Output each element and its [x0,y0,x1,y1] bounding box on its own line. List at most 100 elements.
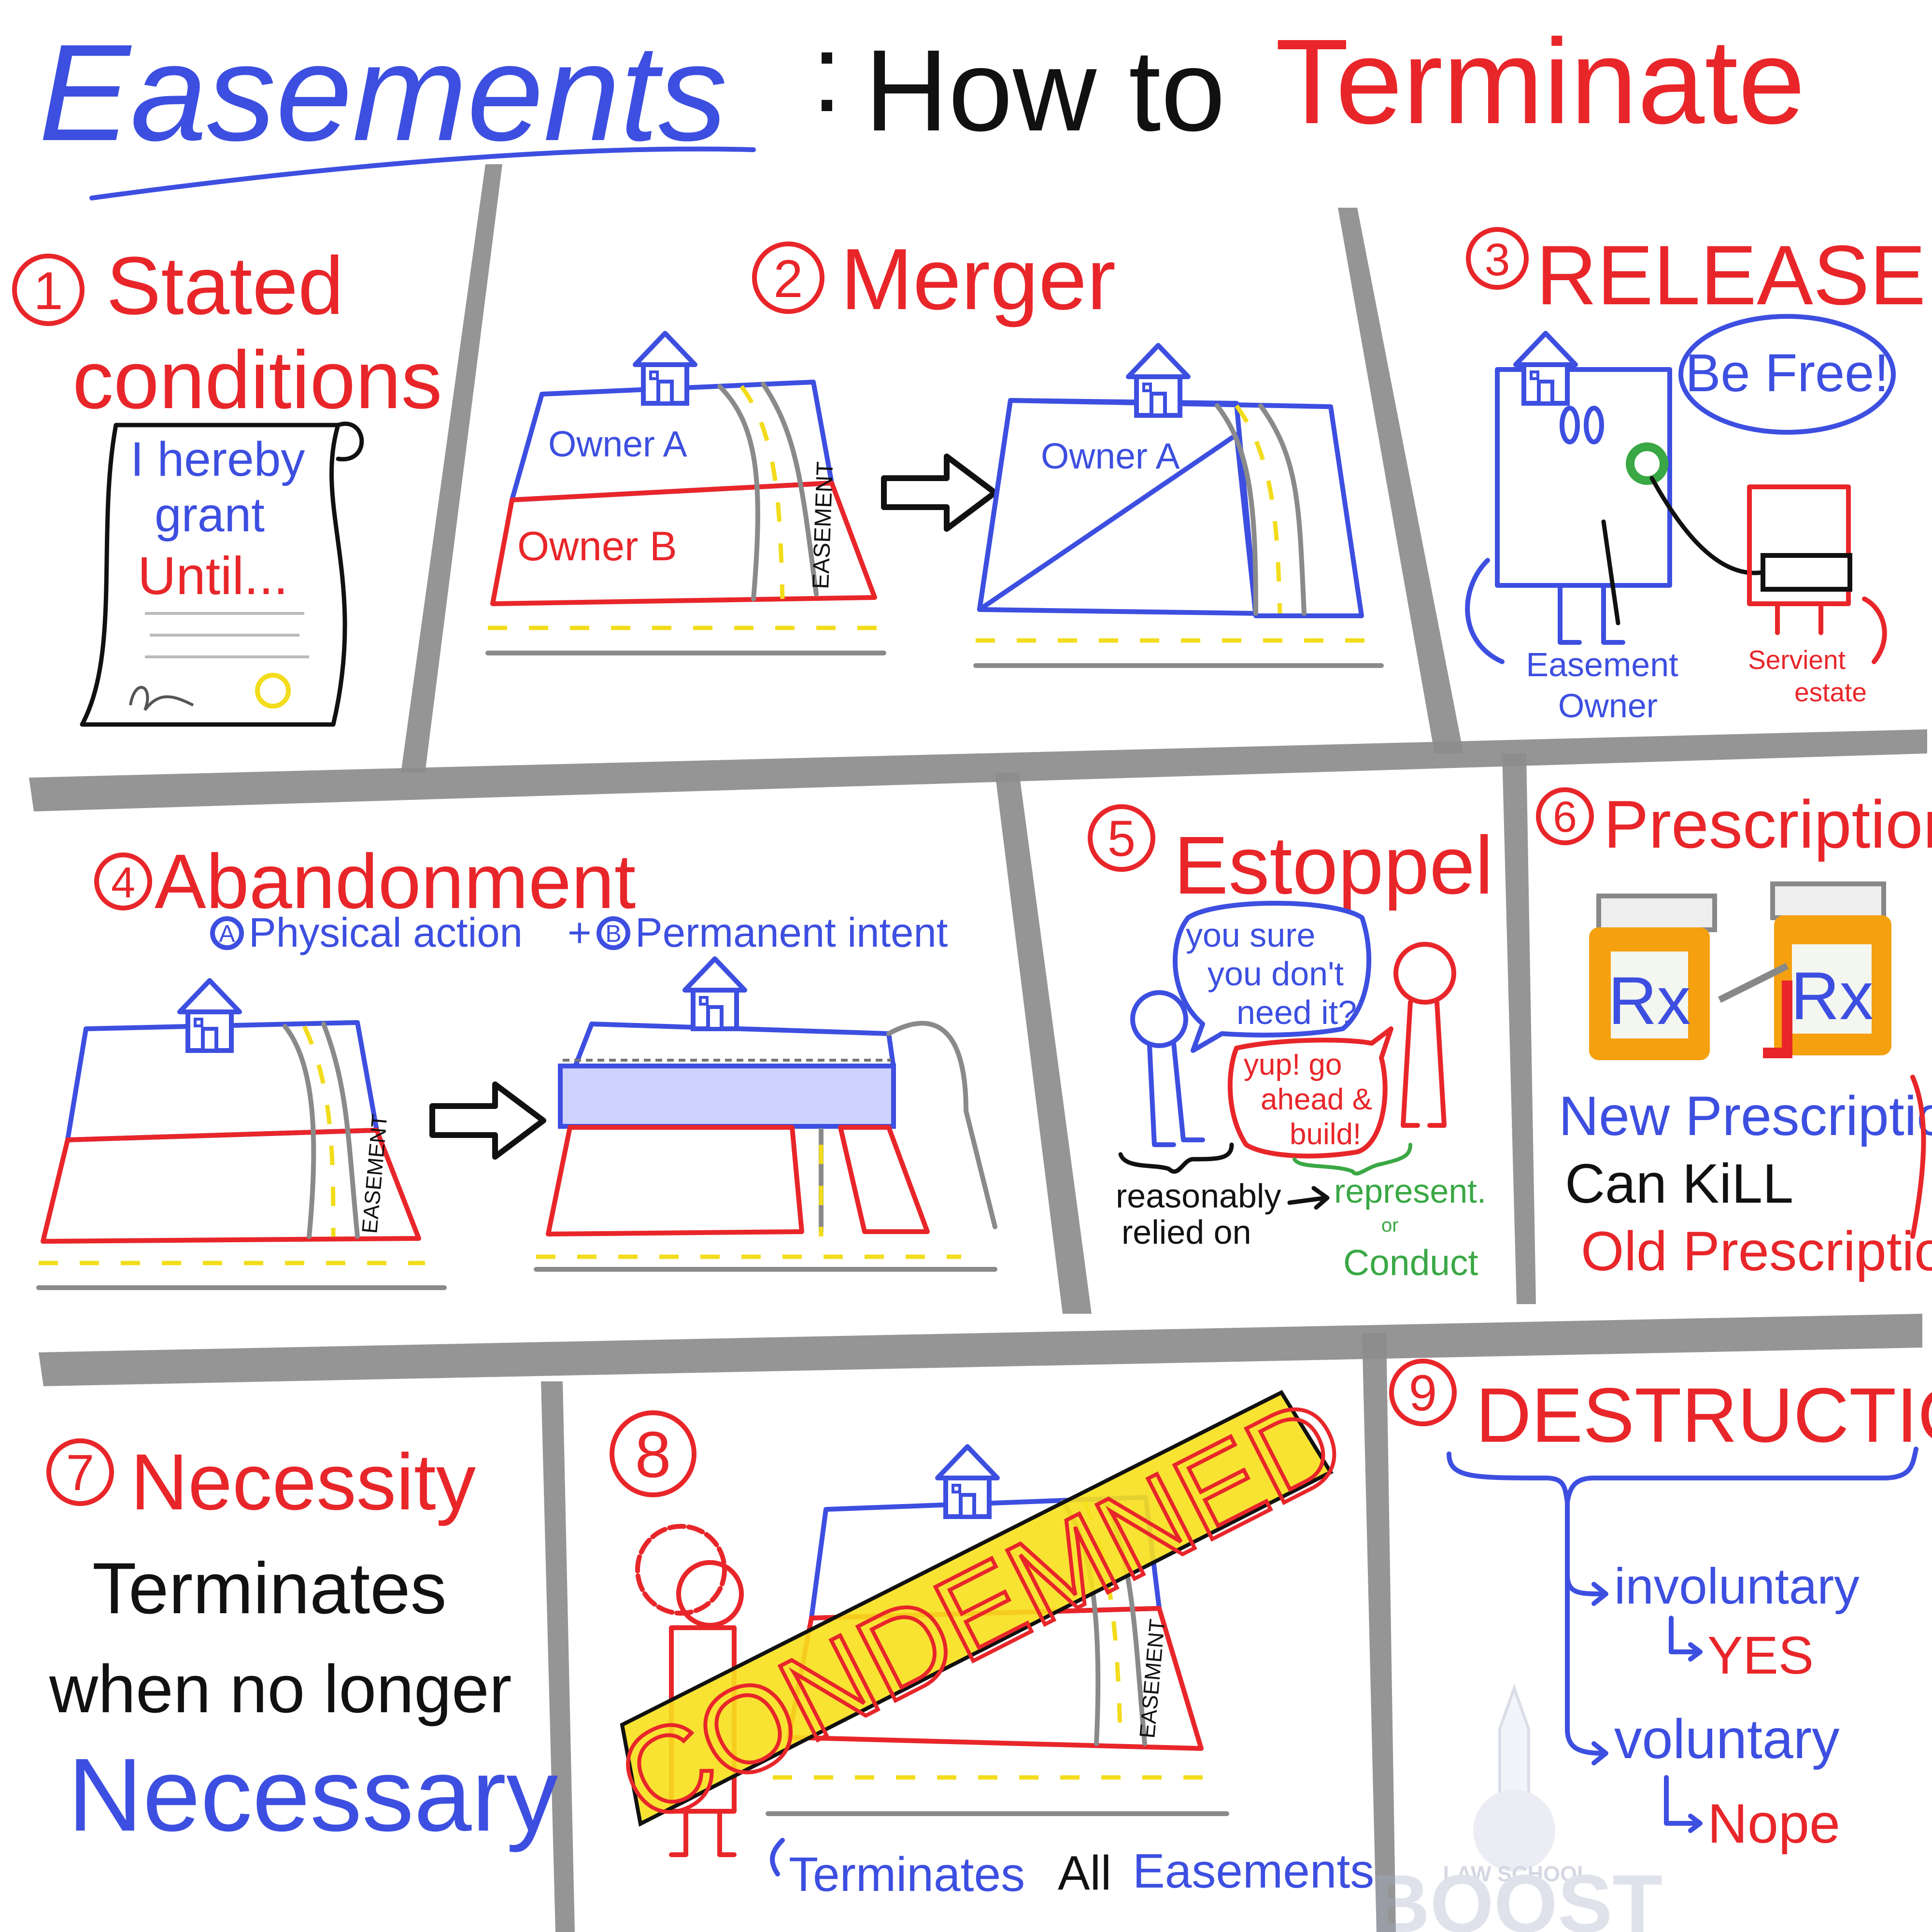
subtitle-a: Physical action [249,910,523,956]
or-label: or [1381,1215,1399,1236]
rx-label: Rx [1790,958,1873,1034]
easement-owner-character [1495,367,1672,588]
section-title: Estoppel [1174,820,1493,911]
section-number: 4 [111,859,135,907]
arrow-icon [1287,1186,1330,1210]
law-school-boost-logo: LAW SCHOOL BOOST [1371,1683,1662,1932]
section-title-line2: conditions [72,334,442,426]
house-icon [180,980,240,1051]
section-release: 3 RELEASE Be Free! Easement Owner Servie… [1465,227,1926,724]
owner-a-label: Owner A [548,424,687,464]
parcel-bottom-after [546,1125,804,1236]
represent-label: represent. [1334,1172,1486,1210]
deed-scroll [80,422,364,727]
collar [1761,553,1852,592]
condemned-tape [620,1390,1334,1827]
section-merger: 2 Merger Owner A Owner B EASEMENT Owner … [485,231,1384,668]
rocket-icon [1498,1683,1530,1798]
sub-arrow [1664,1775,1703,1833]
pointer-arrow [770,1838,785,1876]
house-icon [685,959,745,1029]
mark-circle [597,916,630,950]
brick-wall [558,1064,896,1129]
title-how-to: How to [865,26,1225,155]
involuntary-label: involuntary [1614,1558,1860,1615]
relied-line2: relied on [1122,1213,1251,1251]
bubble1-line2: you don't [1208,955,1344,993]
section-number: 5 [1108,810,1136,867]
section-number: 6 [1553,793,1577,841]
logo-line2: BOOST [1371,1858,1662,1932]
number-circle [1389,1359,1457,1426]
title-colon: : [811,11,842,135]
section-number: 3 [1485,234,1510,285]
number-circle [46,1438,114,1506]
section-title: RELEASE [1536,228,1926,323]
arrow-icon [1591,1582,1608,1765]
road [717,382,819,601]
line-necessary: Necessary [68,1736,558,1853]
bubble2-line3: build! [1290,1118,1361,1151]
speech-bubble [1678,314,1896,435]
road [283,1022,360,1239]
branch-line [1565,1500,1606,1756]
section-abandonment: 4 Abandonment A Physical action + B Perm… [36,838,997,1290]
owner-a-after-label: Owner A [1041,436,1180,476]
servient-estate-character [1747,484,1851,606]
parcel-bottom [41,1128,421,1244]
signature [129,686,194,711]
pointer-arrow [1862,597,1887,664]
line-terminates: Terminates [92,1548,447,1629]
servient-legs [1775,601,1823,635]
scissors-icon [1626,442,1668,485]
blood [1763,980,1792,1058]
house-icon [635,333,695,403]
section-prescription: 6 Prescription Rx Rx New Prescription Ca… [1536,786,1932,1282]
nope-label: Nope [1707,1793,1840,1855]
brace [1447,1447,1918,1505]
section-title: Abandonment [155,838,636,924]
section-necessity: 7 Necessity Terminates when no longer Ne… [46,1437,558,1853]
caption-easements: Easements [1133,1844,1374,1898]
servient-estate-label: Servient [1748,645,1846,675]
deed-line-1: I hereby [130,432,305,486]
number-circle [610,1410,696,1497]
owner-b-label: Owner B [517,524,677,569]
section-condemnation: 8 EASEMENT CONDEMNED Terminates All Ease… [596,1368,1374,1902]
number-circle [1088,804,1155,872]
title-underline [89,146,756,200]
number-circle [94,852,152,910]
caption-all: All [1058,1846,1111,1900]
line-when-no-longer: when no longer [49,1651,511,1727]
number-circle [1536,787,1594,845]
pointer-arrow [1910,1075,1926,1239]
subtitle-a-mark: A [219,920,235,947]
title-easements: Easements [39,16,727,170]
relied-line1: reasonably [1116,1177,1281,1215]
servient-estate-label: estate [1794,677,1867,707]
arrow-icon [432,1084,543,1157]
section-title: DESTRUCTION [1476,1372,1932,1458]
deed-text-lines [145,612,309,658]
house-icon [938,1447,997,1517]
speech-bubble-blue [1173,901,1372,1053]
line-can-kill: Can KiLL [1565,1153,1793,1215]
line-old-prescription: Old Prescription [1581,1221,1932,1282]
rope [1601,476,1765,625]
logo-line1: LAW SCHOOL [1443,1861,1591,1886]
voluntary-label: voluntary [1614,1708,1840,1770]
number-circle [1466,227,1529,290]
easement-owner-label: Easement [1526,646,1678,683]
red-figure-head [1393,942,1456,1005]
sub-arrow [1669,1616,1703,1662]
deed-line-3: Until... [138,546,288,606]
section-estoppel: 5 Estoppel you sure you don't need it? y… [1088,804,1493,1283]
section-title: Necessity [130,1437,476,1526]
section-number: 7 [66,1445,94,1501]
speech-bubble-red [1227,1026,1393,1159]
road-dashes [488,385,879,630]
panel-dividers [29,164,1927,1932]
brace-black [1118,1142,1234,1174]
blue-figure-body [1147,1041,1205,1147]
